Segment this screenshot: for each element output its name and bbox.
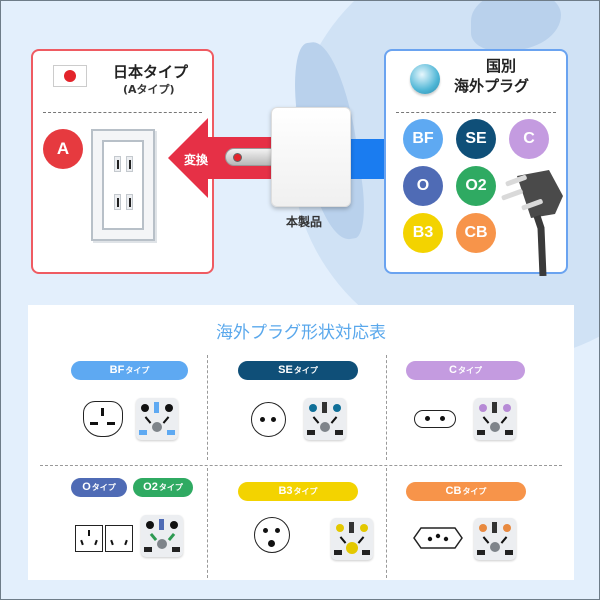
conversion-label: 変換 [184,153,209,167]
o2-outlet-shape-icon [105,525,133,552]
japan-flag-icon [53,65,87,87]
o-adapter-face-icon [141,515,183,557]
plug-badge-bf: BF [403,119,443,159]
b3-outlet-shape-icon [254,517,290,553]
international-plugs-panel: 国別 海外プラグ BF SE C O O2 B3 CB [384,49,568,276]
table-title: 海外プラグ形状対応表 [216,323,386,343]
column-divider [386,468,387,578]
type-pill-se: SEタイプ [238,361,358,380]
intl-panel-title-line2: 海外プラグ [454,77,530,95]
c-outlet-shape-icon [414,410,456,428]
bf-adapter-face-icon [136,398,178,440]
japan-panel-subtitle: (Aタイプ) [123,83,175,96]
cb-outlet-shape-icon [413,527,463,549]
divider [43,112,202,113]
japanese-wall-outlet-icon [91,129,155,241]
type-pill-c: Cタイプ [406,361,525,380]
c-adapter-face-icon [474,398,516,440]
o-outlet-shape-icon [75,525,103,552]
type-pill-bf: BFタイプ [71,361,188,380]
type-pill-cb: CBタイプ [406,482,526,501]
divider [396,112,556,113]
column-divider [207,468,208,578]
b3-adapter-face-icon [331,518,373,560]
plug-badge-o2: O2 [456,166,496,206]
plug-badge-cb: CB [456,213,496,253]
adapter-product-image [271,107,351,207]
foreign-plug-cord-icon [501,170,563,276]
type-pill-o: Oタイプ [71,478,127,497]
japan-panel-title: 日本タイプ [113,63,189,81]
plug-badge-se: SE [456,119,496,159]
type-pill-b3: B3タイプ [238,482,358,501]
plug-badge-o: O [403,166,443,206]
type-a-badge: A [43,129,83,169]
se-outlet-shape-icon [251,402,286,437]
intl-panel-title-line1: 国別 [486,57,517,75]
adapter-prong-icon [225,148,275,166]
plug-compatibility-table: 海外プラグ形状対応表 BFタイプ SEタイプ Cタイプ [28,305,574,580]
type-pill-o2: O2タイプ [133,478,193,497]
row-divider [40,465,562,466]
plug-badge-c: C [509,119,549,159]
globe-icon [410,64,440,94]
cb-adapter-face-icon [474,518,516,560]
se-adapter-face-icon [304,398,346,440]
column-divider [207,355,208,460]
foreign-plug-input-bar [351,139,387,179]
column-divider [386,355,387,460]
bf-outlet-shape-icon [83,401,123,437]
plug-badge-b3: B3 [403,213,443,253]
conversion-arrow-icon [168,118,278,198]
product-label: 本製品 [286,215,323,229]
